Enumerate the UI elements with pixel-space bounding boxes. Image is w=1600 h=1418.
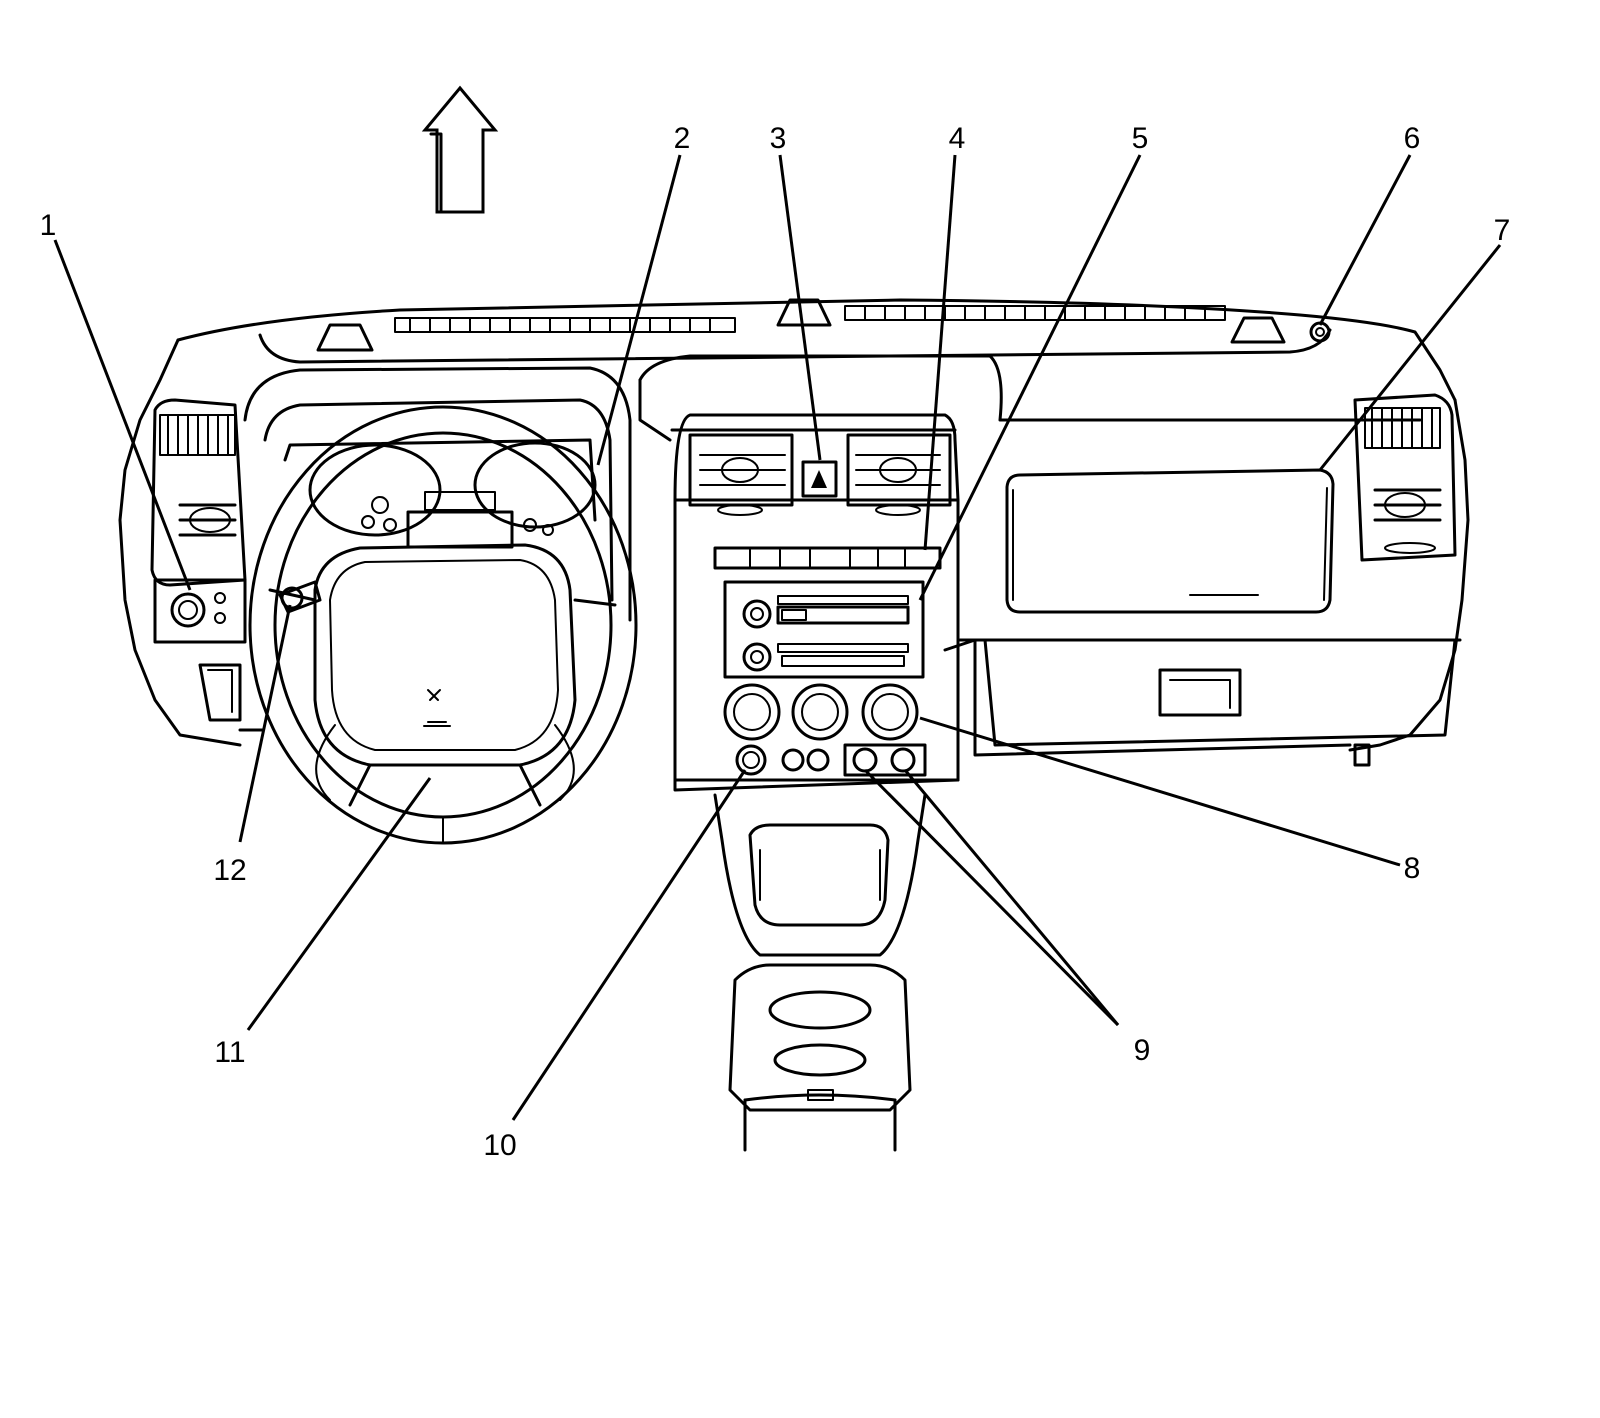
callout-labels: 1 2 3 4 5 6 7 8 9 10 11 12 [40, 122, 1511, 1162]
center-air-vents [688, 433, 952, 516]
callout-3: 3 [770, 122, 787, 155]
upper-dash [176, 298, 1457, 402]
callout-4: 4 [949, 122, 966, 155]
hazard-switch [801, 460, 838, 498]
headlamp-switch [153, 578, 247, 644]
triangle-warning-icon [811, 470, 827, 488]
steering-wheel [248, 405, 638, 845]
multifunction-lever [278, 580, 322, 614]
left-air-vent [150, 398, 247, 587]
passenger-airbag-door [1005, 468, 1335, 614]
left-lower-trim [198, 663, 264, 732]
leader-lines [53, 154, 1502, 1121]
right-air-vent [1353, 393, 1457, 562]
callout-11: 11 [214, 1036, 245, 1069]
callout-7: 7 [1494, 214, 1511, 247]
center-console [713, 793, 927, 1152]
center-stack [670, 413, 960, 792]
callout-1: 1 [40, 209, 57, 242]
hvac-controls [723, 683, 919, 741]
forward-arrow-icon [421, 85, 499, 214]
radio [723, 580, 925, 679]
glove-box [983, 638, 1457, 767]
callout-6: 6 [1404, 122, 1421, 155]
lower-center-switches [735, 743, 927, 777]
sunload-sensor-icon [1309, 321, 1331, 343]
callout-8: 8 [1404, 852, 1421, 885]
callout-12: 12 [213, 854, 246, 887]
callout-9: 9 [1134, 1034, 1151, 1067]
callout-2: 2 [674, 122, 691, 155]
callout-5: 5 [1132, 122, 1149, 155]
callout-10: 10 [483, 1129, 516, 1162]
switch-bank [713, 546, 942, 570]
